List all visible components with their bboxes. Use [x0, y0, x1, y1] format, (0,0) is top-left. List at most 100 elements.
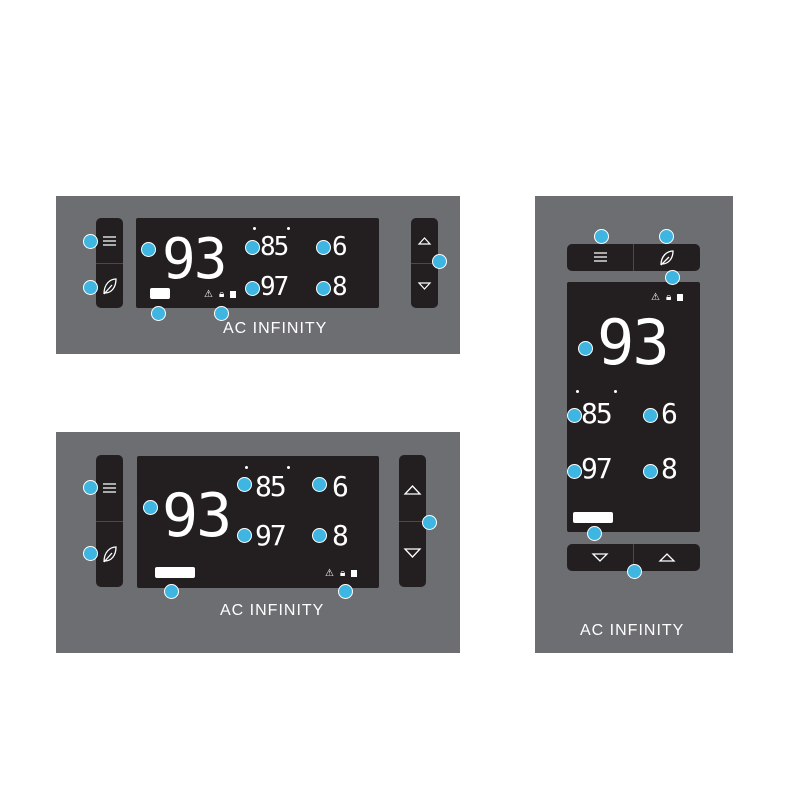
brand-label: AC INFINITY — [580, 622, 684, 640]
left-button-column — [96, 218, 123, 308]
down-arrow-icon — [411, 264, 438, 308]
top-left-reading: 85 — [260, 234, 287, 260]
bottom-left-reading: 97 — [581, 455, 611, 483]
callout-menu — [594, 229, 609, 244]
callout-main — [141, 242, 156, 257]
menu-button[interactable] — [96, 455, 123, 521]
indicator-dot — [245, 466, 248, 469]
battery-icon — [230, 291, 236, 298]
bottom-left-reading: 97 — [260, 274, 287, 300]
menu-button[interactable] — [567, 244, 633, 271]
down-arrow-icon — [399, 522, 426, 587]
down-button[interactable] — [399, 522, 426, 587]
callout-top-right — [312, 477, 327, 492]
up-arrow-icon — [399, 455, 426, 521]
indicator-dot — [287, 227, 290, 230]
bottom-right-reading: 8 — [661, 455, 676, 483]
callout-bottom-left — [245, 281, 260, 296]
brand-label: AC INFINITY — [220, 602, 324, 620]
callout-status-icons — [665, 270, 680, 285]
leaf-icon — [96, 264, 123, 308]
up-arrow-icon — [634, 544, 700, 571]
top-right-reading: 6 — [332, 473, 347, 501]
indicator-dot — [253, 227, 256, 230]
lock-icon: 🔒︎ — [219, 289, 224, 300]
menu-icon — [96, 218, 123, 263]
leaf-icon — [96, 522, 123, 587]
warning-icon: ⚠ — [204, 289, 213, 300]
callout-arrows — [627, 564, 642, 579]
warning-icon: ⚠ — [651, 292, 660, 303]
callout-menu — [83, 480, 98, 495]
up-button[interactable] — [634, 544, 700, 571]
up-button[interactable] — [399, 455, 426, 521]
bottom-right-reading: 8 — [332, 274, 346, 300]
warning-icon: ⚠ — [325, 568, 334, 579]
status-icons: ⚠ 🔒︎ — [651, 292, 683, 303]
down-button[interactable] — [567, 544, 633, 571]
callout-main — [143, 500, 158, 515]
callout-status-bar — [164, 584, 179, 599]
callout-status-icons — [214, 306, 229, 321]
status-icons: ⚠ 🔒︎ — [204, 289, 236, 300]
leaf-icon — [634, 244, 700, 271]
callout-status-bar — [151, 306, 166, 321]
lcd-screen: ⚠ 🔒︎ 93 85 6 97 8 — [567, 282, 700, 532]
callout-bottom-right — [643, 464, 658, 479]
eco-button[interactable] — [96, 264, 123, 308]
eco-button[interactable] — [96, 522, 123, 587]
indicator-dot — [576, 390, 579, 393]
eco-button[interactable] — [634, 244, 700, 271]
lcd-screen: 93 85 6 97 8 ⚠ 🔒︎ — [136, 218, 379, 308]
menu-icon — [96, 455, 123, 521]
top-right-reading: 6 — [332, 234, 346, 260]
left-button-column — [96, 455, 123, 587]
top-left-reading: 85 — [255, 473, 285, 501]
callout-bottom-right — [316, 281, 331, 296]
callout-top-left — [237, 477, 252, 492]
indicator-dot — [287, 466, 290, 469]
callout-status-bar — [587, 526, 602, 541]
top-button-row — [567, 244, 700, 271]
brand-label: AC INFINITY — [223, 320, 327, 338]
callout-eco — [659, 229, 674, 244]
bottom-left-reading: 97 — [255, 522, 285, 550]
bottom-right-reading: 8 — [332, 522, 347, 550]
controller-panel-horizontal-a: 93 85 6 97 8 ⚠ 🔒︎ AC INFINITY — [56, 196, 460, 354]
status-bar — [150, 288, 170, 299]
menu-button[interactable] — [96, 218, 123, 263]
main-reading: 93 — [597, 312, 668, 374]
lock-icon: 🔒︎ — [666, 292, 671, 303]
status-icons: ⚠ 🔒︎ — [325, 568, 357, 579]
top-right-reading: 6 — [661, 400, 676, 428]
main-reading: 93 — [162, 232, 225, 288]
status-bar — [573, 512, 613, 523]
callout-bottom-right — [312, 528, 327, 543]
top-left-reading: 85 — [581, 400, 611, 428]
callout-status-icons — [338, 584, 353, 599]
callout-arrows — [432, 254, 447, 269]
lcd-screen: 93 85 6 97 8 ⚠ 🔒︎ — [137, 456, 379, 588]
callout-bottom-left — [237, 528, 252, 543]
lock-icon: 🔒︎ — [340, 568, 345, 579]
controller-panel-horizontal-b: 93 85 6 97 8 ⚠ 🔒︎ AC INFINITY — [56, 432, 460, 653]
indicator-dot — [614, 390, 617, 393]
callout-top-left — [567, 408, 582, 423]
status-bar — [155, 567, 195, 578]
callout-menu — [83, 234, 98, 249]
callout-eco — [83, 546, 98, 561]
controller-panel-vertical: ⚠ 🔒︎ 93 85 6 97 8 AC INFINITY — [535, 196, 733, 653]
callout-top-right — [643, 408, 658, 423]
main-reading: 93 — [162, 486, 230, 546]
down-button[interactable] — [411, 264, 438, 308]
callout-top-left — [245, 240, 260, 255]
battery-icon — [351, 570, 357, 577]
callout-bottom-left — [567, 464, 582, 479]
callout-main — [578, 341, 593, 356]
callout-top-right — [316, 240, 331, 255]
battery-icon — [677, 294, 683, 301]
callout-eco — [83, 280, 98, 295]
callout-arrows — [422, 515, 437, 530]
down-arrow-icon — [567, 544, 633, 571]
